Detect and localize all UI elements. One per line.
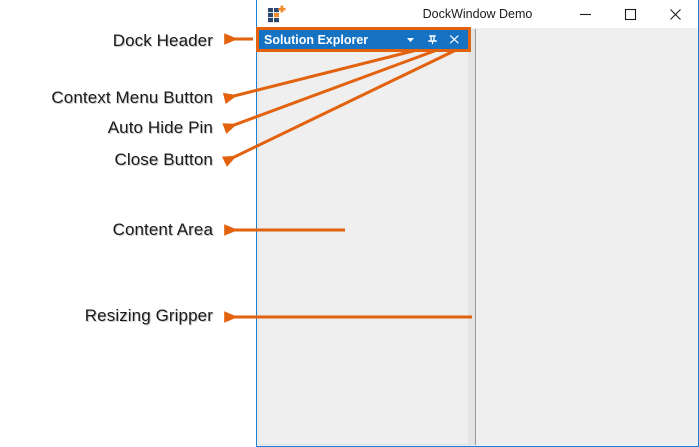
dock-close-button[interactable] xyxy=(443,30,465,49)
annotation-label-close-button: Close Button xyxy=(114,150,213,169)
annotation-label-resizing-gripper: Resizing Gripper xyxy=(84,306,213,325)
dock-content-area[interactable] xyxy=(258,50,469,445)
annotation-label-dock-header: Dock Header xyxy=(112,31,213,50)
window-minimize-button[interactable] xyxy=(563,0,608,28)
dock-header-title: Solution Explorer xyxy=(264,32,369,47)
context-menu-button[interactable] xyxy=(399,30,421,49)
window-title-bar[interactable]: DockWindow Demo xyxy=(257,0,698,28)
annotation-label-context-menu-button: Context Menu Button xyxy=(51,88,213,107)
client-area: Solution Explorer xyxy=(256,27,698,446)
window-maximize-button[interactable] xyxy=(608,0,653,28)
dock-header[interactable]: Solution Explorer xyxy=(256,27,471,52)
window-controls xyxy=(563,0,698,28)
resizing-gripper[interactable] xyxy=(469,29,476,445)
annotation-label-auto-hide-pin: Auto Hide Pin xyxy=(107,118,213,137)
window-close-button[interactable] xyxy=(653,0,698,28)
dock-panel: Solution Explorer xyxy=(256,27,471,445)
app-grid-icon xyxy=(267,5,289,23)
document-area xyxy=(477,29,697,445)
dock-header-buttons xyxy=(399,29,465,50)
annotation-label-content-area: Content Area xyxy=(112,220,213,239)
auto-hide-pin-icon[interactable] xyxy=(421,30,443,49)
app-window: DockWindow Demo xyxy=(256,0,699,447)
